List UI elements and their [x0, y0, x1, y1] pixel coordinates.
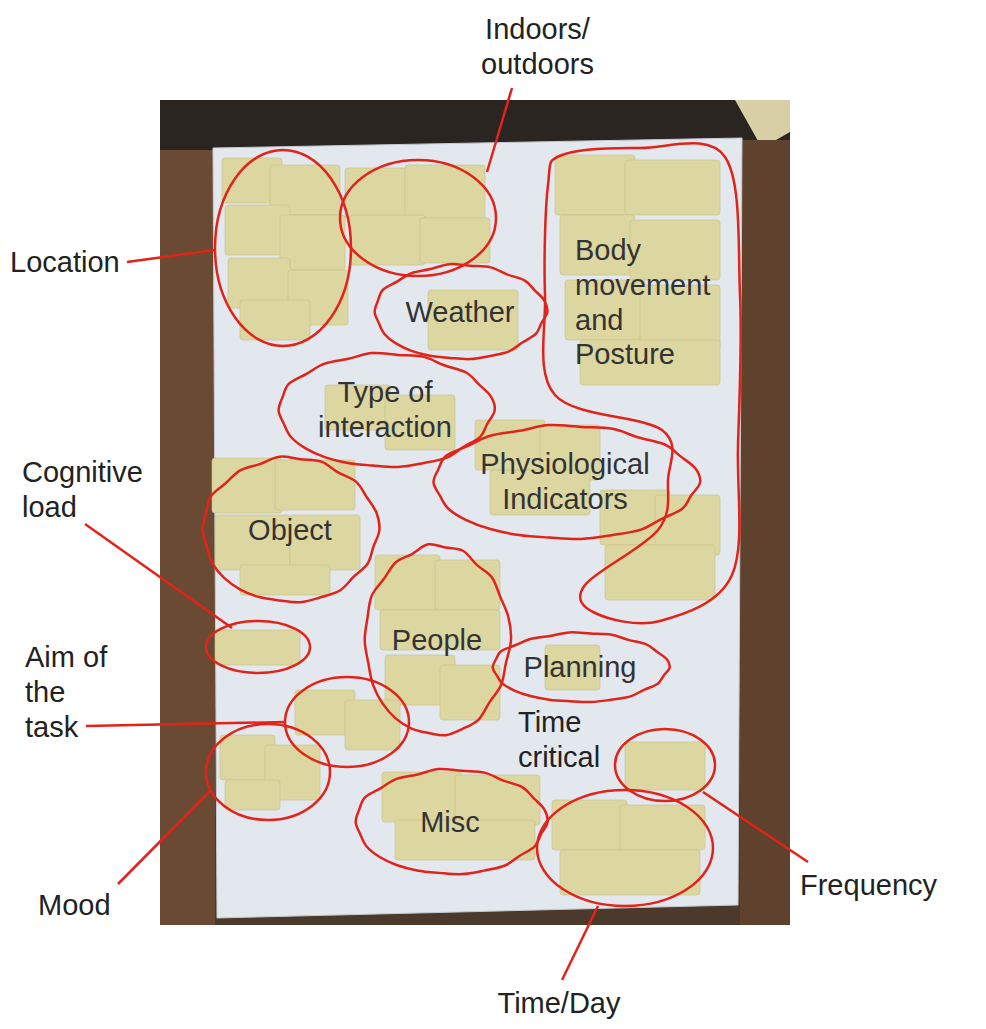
group-outline: Weather [372, 262, 548, 362]
group-outline: Type of interaction [276, 351, 495, 470]
outline-path [278, 352, 494, 466]
group-outline [537, 790, 713, 906]
sticky-note [625, 742, 705, 790]
sticky-note [435, 560, 500, 610]
wood-panel [160, 150, 215, 925]
group-title: Weather [405, 295, 514, 330]
group-outline: Physiological Indicators [431, 423, 700, 542]
callout-label: Mood [38, 888, 158, 923]
group-outline: Object [200, 455, 380, 605]
group-title: Planning [524, 650, 637, 685]
wood-panel [740, 140, 790, 925]
sticky-note [215, 630, 300, 665]
sticky-note [605, 545, 715, 600]
outline-path [543, 143, 741, 623]
group-outline [215, 150, 351, 346]
sticky-note [625, 160, 720, 215]
group-outline [206, 621, 310, 673]
sticky-note [375, 555, 440, 610]
group-outline [206, 724, 330, 820]
outline-path [433, 424, 700, 538]
group-outline: Body movement and Posture [540, 145, 755, 625]
outline-path [203, 457, 380, 603]
leader-line [85, 524, 232, 628]
callout-label: Location [10, 245, 150, 280]
sticky-note [420, 218, 490, 263]
group-outline [285, 677, 409, 767]
outline-path [493, 632, 670, 702]
leader-line [487, 88, 512, 172]
sticky-note [275, 460, 355, 510]
group-title: Misc [420, 805, 480, 840]
callout-label: Aim of the task [25, 640, 115, 744]
callout-label: Indoors/ outdoors [475, 12, 600, 82]
sticky-note [240, 565, 330, 595]
outline-shape [431, 423, 700, 542]
outline-path [365, 544, 511, 735]
sticky-notes [212, 155, 720, 895]
group-title: Object [248, 513, 332, 548]
leader-line [118, 790, 211, 884]
outline-path [355, 769, 547, 874]
group-outline [340, 160, 496, 276]
group-outline: People [362, 543, 512, 738]
group-title: Body movement and Posture [575, 233, 720, 372]
whiteboard [213, 138, 742, 918]
sticky-note [345, 168, 415, 218]
callout-label: Time critical [518, 705, 618, 775]
leader-line [703, 792, 808, 862]
group-title: Type of interaction [315, 375, 455, 445]
outline-path [375, 264, 548, 359]
group-outline: Misc [353, 767, 548, 877]
leader-line [127, 250, 215, 262]
sticky-note [345, 700, 400, 750]
outline-shape [540, 145, 755, 625]
group-title: Physiological Indicators [478, 447, 653, 517]
callout-label: Cognitive load [22, 455, 152, 525]
leader-lines [85, 88, 808, 980]
sticky-note [440, 665, 500, 720]
leader-line [562, 906, 598, 980]
group-outline: Planning [490, 630, 670, 705]
callout-label: Frequency [800, 868, 960, 903]
sticky-note [555, 155, 635, 215]
callout-label: Time/Day [489, 986, 629, 1021]
group-title: People [392, 623, 482, 658]
sticky-note [225, 780, 280, 810]
outline-shape [276, 351, 495, 470]
sticky-note [405, 165, 485, 220]
sticky-note [560, 850, 700, 895]
leader-line [86, 722, 286, 726]
cabinet [160, 100, 790, 925]
